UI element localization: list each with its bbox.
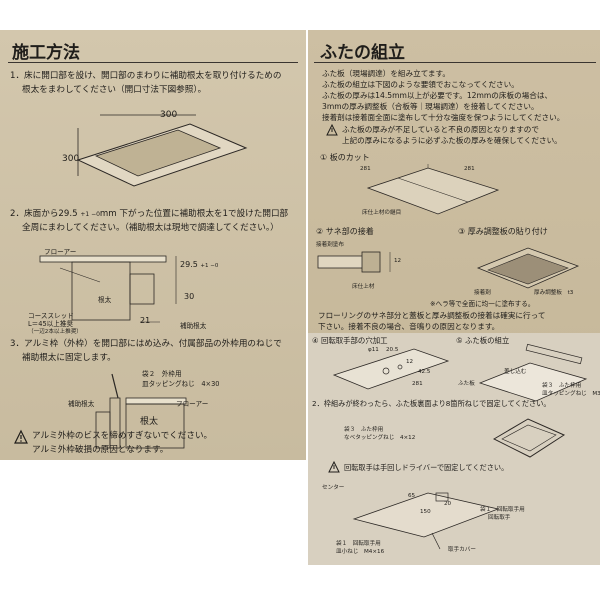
- caution-icon: [326, 123, 338, 136]
- title-divider-right: [314, 62, 596, 63]
- hole-dim-5: 281: [412, 381, 423, 387]
- tongue-diagram: [317, 251, 391, 273]
- installation-title: 施工方法: [12, 43, 80, 63]
- frame-fix-screw: なべタッピングねじ 4×12: [344, 435, 416, 441]
- handle-diagram: [352, 492, 500, 550]
- intro-4: 3mmの厚み調整板（合板等｜現場調達）を接着してください。: [322, 102, 539, 111]
- cut-step-label: ① 板のカット: [320, 153, 370, 162]
- frame-fix-line: 2．枠組みが終わったら、ふた板裏面より8箇所ねじで固定してください。: [312, 399, 551, 408]
- cut-dim-a: 281: [360, 166, 371, 172]
- coarse-thread-label: コーススレッド: [28, 312, 74, 320]
- intro-1: ふた板（現場調達）を組み立てます。: [322, 69, 450, 78]
- adjuster-step-label: ③ 厚み調整板の貼り付け: [458, 227, 548, 236]
- lower-instructions: ④ 回転取手部の穴加工 φ11 20.5 12 42.5 281 ⑤ ふた板の組…: [308, 333, 600, 565]
- frame-fix-diagram: [492, 418, 566, 458]
- caution-2: 上記の厚みになるように必ずふた板の厚みを確保してください。: [342, 136, 562, 145]
- joist-label-2: 根太: [140, 417, 159, 427]
- intro-3: ふた板の厚みは14.5mm以上が必要です。12mmの床板の場合は、: [322, 91, 553, 100]
- coarse-thread-count: （一辺2本以上推奨）: [28, 329, 82, 335]
- handle-bag-bottom: 袋１ 回転取手用: [336, 541, 381, 547]
- handle-body-label: 回転取手: [488, 515, 511, 521]
- floor-material-label: 床仕上材: [352, 284, 375, 290]
- dim-30: 30: [184, 292, 195, 301]
- handle-dim-1: 65: [408, 493, 416, 499]
- step1-line1: 1．床に開口部を設け、開口部のまわりに補助根太を取り付けるための: [10, 71, 282, 81]
- aux-joist-label-2: 補助根太: [68, 400, 95, 408]
- opening-diagram: [76, 114, 248, 187]
- lid-assembly-diagram: [478, 343, 588, 402]
- installation-panel: 施工方法 1．床に開口部を設け、開口部のまわりに補助根太を取り付けるための 根太…: [0, 30, 306, 460]
- handle-dim-2: 20: [444, 501, 452, 507]
- intro-2: ふた板の組立は下図のような要領でおこなってください。: [322, 80, 519, 89]
- flooring-label: フローアー: [44, 248, 77, 256]
- adhesive-label: 接着剤塗布: [316, 242, 344, 248]
- warning-line2: アルミ外枠破損の原因となります。: [32, 445, 169, 455]
- hole-dim-2: 20.5: [386, 347, 399, 353]
- hole-dim-1: φ11: [368, 347, 379, 353]
- lid-screw-label: 皿タッピングねじ M3×4: [542, 391, 600, 397]
- tongue-step-label: ② サネ部の接着: [316, 227, 374, 236]
- cross-section-diagram: [39, 255, 177, 323]
- aux-joist-label: 補助根太: [180, 322, 207, 330]
- adjuster-diagram: [476, 247, 580, 289]
- center-label: センター: [322, 485, 345, 491]
- dim-12: 12: [394, 258, 402, 264]
- outer-frame-bag-label: 袋２ 外枠用: [142, 370, 182, 378]
- grain-label: 床仕上材の継目: [362, 210, 402, 216]
- lid-label: ふた板: [458, 381, 475, 387]
- title-divider: [8, 62, 298, 63]
- lid-bag-label: 袋３ ふた枠用: [542, 383, 582, 389]
- step1-line2: 根太をまわしてください（開口寸法下図参照）。: [22, 85, 207, 95]
- step3-line2: 補助根太に固定します。: [22, 353, 116, 363]
- lid-assembly-panel: ふたの組立 ふた板（現場調達）を組み立てます。 ふた板の組立は下図のような要領で…: [308, 30, 600, 565]
- hole-diagram: [332, 348, 450, 390]
- handle-dim-3: 150: [420, 509, 431, 515]
- outer-frame-screw-label: 皿タッピングねじ 4×30: [142, 380, 220, 388]
- lid-assembly-title: ふたの組立: [320, 43, 405, 63]
- frame-fix-bag: 袋３ ふた枠用: [344, 427, 384, 433]
- adjuster-label: 厚み調整板 t3: [534, 290, 574, 296]
- joist-label: 根太: [98, 296, 112, 304]
- cut-dim-b: 281: [464, 166, 475, 172]
- dim-left: 300: [62, 154, 80, 164]
- warning-icon: [14, 429, 28, 444]
- step2-line1: 2．床面から29.5 +1 −0mm 下がった位置に補助根太を1で設けた開口部: [10, 209, 289, 219]
- lid-assembly-step-label: ⑤ ふた板の組立: [456, 336, 510, 345]
- frame-fitting-diagram: [95, 373, 187, 449]
- dim-29-5: 29.5 +1 −0: [180, 260, 219, 269]
- intro-5: 接着剤は接着面全面に塗布して十分な強度を保つようにしてください。: [322, 113, 565, 122]
- cut-diagram: [366, 164, 500, 215]
- dim-21: 21: [140, 316, 151, 325]
- flooring-note-2: 下さい。接着不良の場合、音鳴りの原因となります。: [318, 322, 500, 331]
- hole-dim-4: 42.5: [418, 369, 431, 375]
- caution-1: ふた板の厚みが不足していると不良の原因となりますので: [342, 125, 539, 134]
- step3-line1: 3．アルミ枠（外枠）を開口部にはめ込み、付属部品の外枠用のねじで: [10, 339, 282, 349]
- dim-top: 300: [160, 110, 178, 120]
- hole-dim-3: 12: [406, 359, 414, 365]
- warning-line1: アルミ外枠のビスを締めすぎないでください。: [32, 431, 213, 441]
- flooring-label-2: フローアー: [176, 400, 209, 408]
- push-in-label: 差し込む: [504, 369, 527, 375]
- spread-note: ※ヘラ等で全面に均一に塗布する。: [430, 300, 535, 308]
- handle-cover-label: 取手カバー: [448, 547, 476, 553]
- coarse-thread-length: L＝45以上推奨: [28, 320, 74, 328]
- flooring-note-1: フローリングのサネ部分と蓋板と厚み調整板の接着は確実に行って: [318, 311, 546, 320]
- handle-bag-top: 袋１ 回転取手用: [480, 507, 525, 513]
- handle-note: 回転取手は手回しドライバーで固定してください。: [344, 463, 509, 472]
- step2-line2: 全周にまわしてください。（補助根太は現地で調達してください。）: [22, 223, 279, 233]
- handle-caution-icon: [328, 460, 340, 473]
- handle-screw-label: 皿小ねじ M4×16: [336, 549, 385, 555]
- hole-step-label: ④ 回転取手部の穴加工: [312, 336, 388, 345]
- adhesive-label-2: 接着剤: [474, 290, 491, 296]
